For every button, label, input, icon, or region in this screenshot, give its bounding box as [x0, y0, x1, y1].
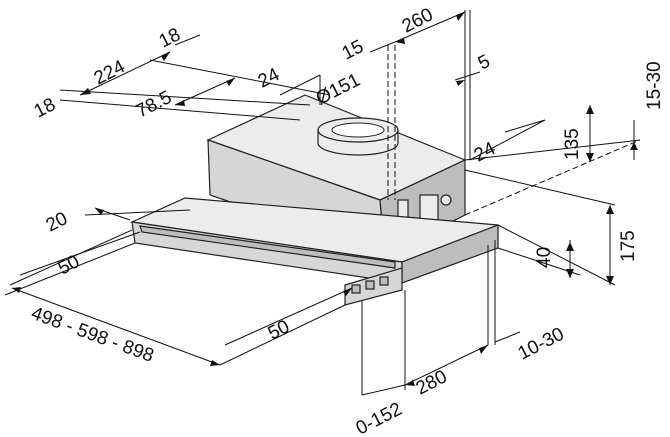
dim-78-5: 78.5: [133, 87, 175, 123]
dim-5: 5: [475, 51, 494, 75]
hood-body: [129, 94, 499, 306]
dim-24-top: 24: [255, 64, 284, 93]
dim-260: 260: [399, 4, 437, 37]
dim-50-bottom: 50: [265, 316, 293, 344]
duct-collar: [317, 117, 399, 156]
dim-15: 15: [339, 36, 367, 64]
tray-slot: [139, 225, 396, 269]
dim-10-30: 10-30: [515, 324, 568, 365]
dim-50-left: 50: [55, 251, 83, 279]
dim-24-right: 24: [471, 138, 500, 167]
dim-280: 280: [413, 366, 451, 399]
dim-15-30: 15-30: [644, 61, 665, 110]
control-knob-2: [365, 280, 375, 290]
hood-hole-detail: [440, 194, 452, 206]
dimension-arrowheads: [12, 12, 638, 386]
dim-18-top: 18: [156, 24, 184, 52]
dim-40: 40: [534, 247, 555, 268]
dimension-lines: [4, 10, 641, 396]
dim-20: 20: [43, 208, 71, 236]
control-knob-3: [379, 276, 389, 286]
control-knob-1: [351, 284, 361, 294]
dim-0-152: 0-152: [353, 399, 406, 437]
dim-135: 135: [562, 128, 583, 160]
dim-224: 224: [91, 56, 129, 89]
dim-18-left: 18: [31, 94, 59, 122]
dim-175: 175: [618, 230, 639, 262]
